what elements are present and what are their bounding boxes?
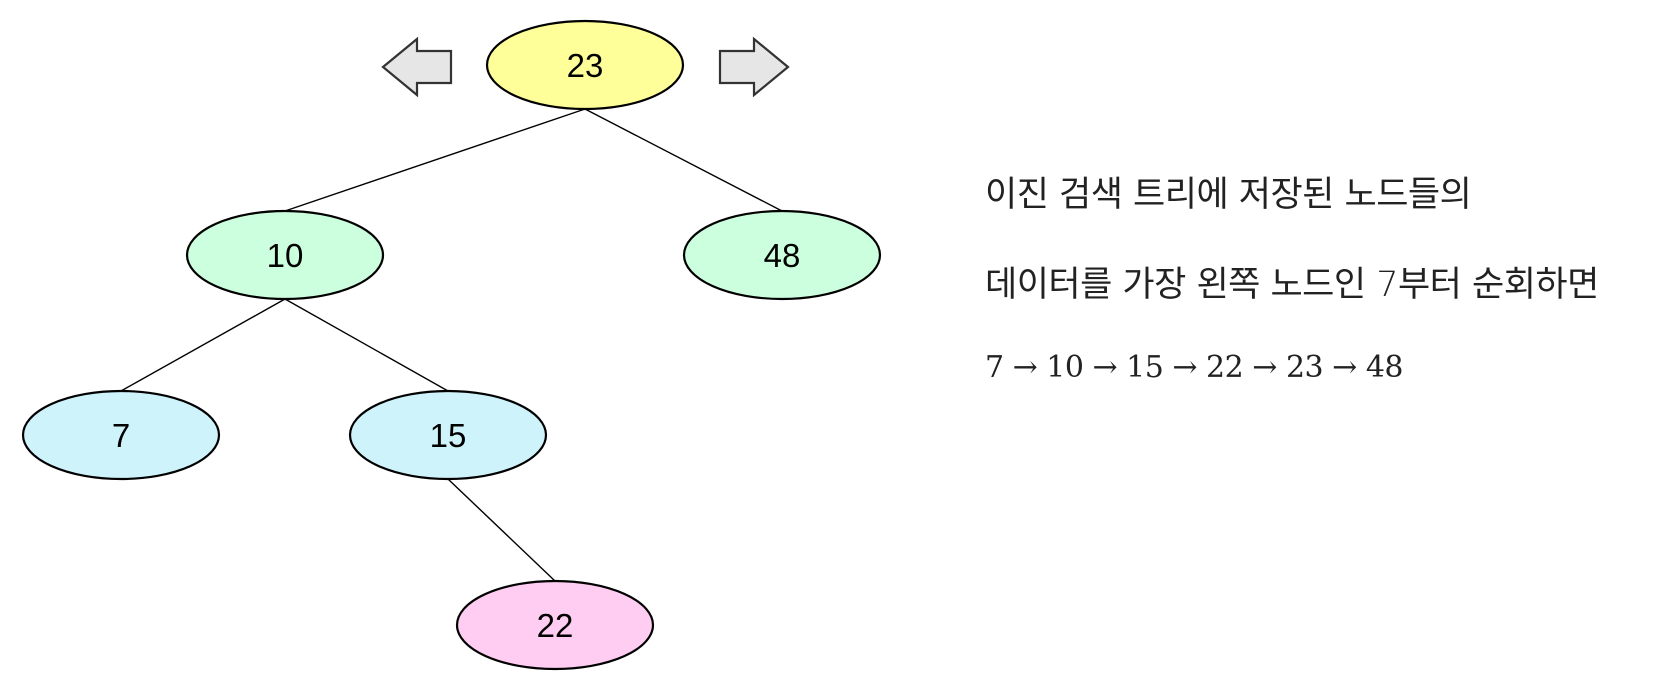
traversal-order-text: 7 → 10 → 15 → 22 → 23 → 48 (985, 350, 1404, 385)
node-label: 15 (430, 417, 467, 454)
tree-nodes: 23 10 48 7 15 22 (21, 19, 882, 671)
node-label: 22 (537, 607, 574, 644)
node-label: 10 (267, 237, 304, 274)
tree-node-7: 7 (21, 389, 221, 481)
tree-node-22: 22 (455, 579, 655, 671)
node-label: 48 (764, 237, 801, 274)
right-arrow-icon (718, 36, 790, 98)
node-label: 7 (112, 417, 130, 454)
node-ellipse (185, 209, 385, 301)
node-ellipse (682, 209, 882, 301)
tree-edge-23-48 (584, 108, 783, 212)
tree-edges (120, 108, 783, 582)
tree-edge-10-7 (120, 298, 286, 392)
description-line-1: 이진 검색 트리에 저장된 노드들의 (985, 175, 1472, 215)
description-line-2: 데이터를 가장 왼쪽 노드인 7부터 순회하면 (985, 265, 1599, 305)
tree-node-48: 48 (682, 209, 882, 301)
tree-node-23: 23 (485, 19, 685, 111)
node-ellipse (348, 389, 548, 481)
tree-edge-10-15 (284, 298, 449, 392)
node-label: 23 (567, 47, 604, 84)
node-ellipse (455, 579, 655, 671)
tree-node-10: 10 (185, 209, 385, 301)
binary-search-tree-diagram: 23 10 48 7 15 22 (21, 19, 882, 671)
tree-edge-15-22 (447, 478, 556, 582)
node-ellipse (485, 19, 685, 111)
node-ellipse (21, 389, 221, 481)
left-arrow-icon (381, 36, 453, 98)
traversal-arrows (381, 36, 790, 98)
tree-node-15: 15 (348, 389, 548, 481)
tree-edge-23-10 (284, 108, 586, 212)
